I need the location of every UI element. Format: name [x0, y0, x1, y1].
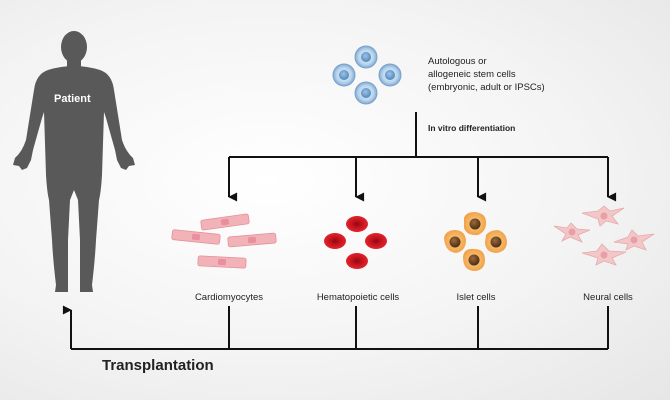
differentiation-branches [228, 112, 617, 202]
transplantation-path [62, 305, 609, 350]
red-blood-cells-icon [324, 216, 387, 269]
patient-silhouette-icon [13, 31, 135, 292]
transplantation-label: Transplantation [102, 357, 214, 374]
stem-cell-source-line: (embryonic, adult or IPSCs) [428, 82, 545, 93]
stem-cells-icon [332, 45, 402, 105]
cardiomyocyte-cells-icon [171, 213, 277, 269]
islet-cells-icon [444, 212, 507, 271]
neural-cells-icon [553, 205, 655, 266]
cardiomyocytes-label: Cardiomyocytes [194, 292, 264, 303]
islet-cells-label: Islet cells [456, 292, 496, 303]
hematopoietic-cells-label: Hematopoietic cells [316, 292, 400, 303]
differentiation-label: In vitro differentiation [428, 123, 516, 133]
stem-cell-source-line: Autologous or [428, 56, 487, 67]
stem-cell-source-label: Autologous or allogeneic stem cells (emb… [428, 55, 545, 94]
patient-label: Patient [54, 93, 91, 105]
neural-cells-label: Neural cells [583, 292, 633, 303]
stem-cell-source-line: allogeneic stem cells [428, 69, 516, 80]
